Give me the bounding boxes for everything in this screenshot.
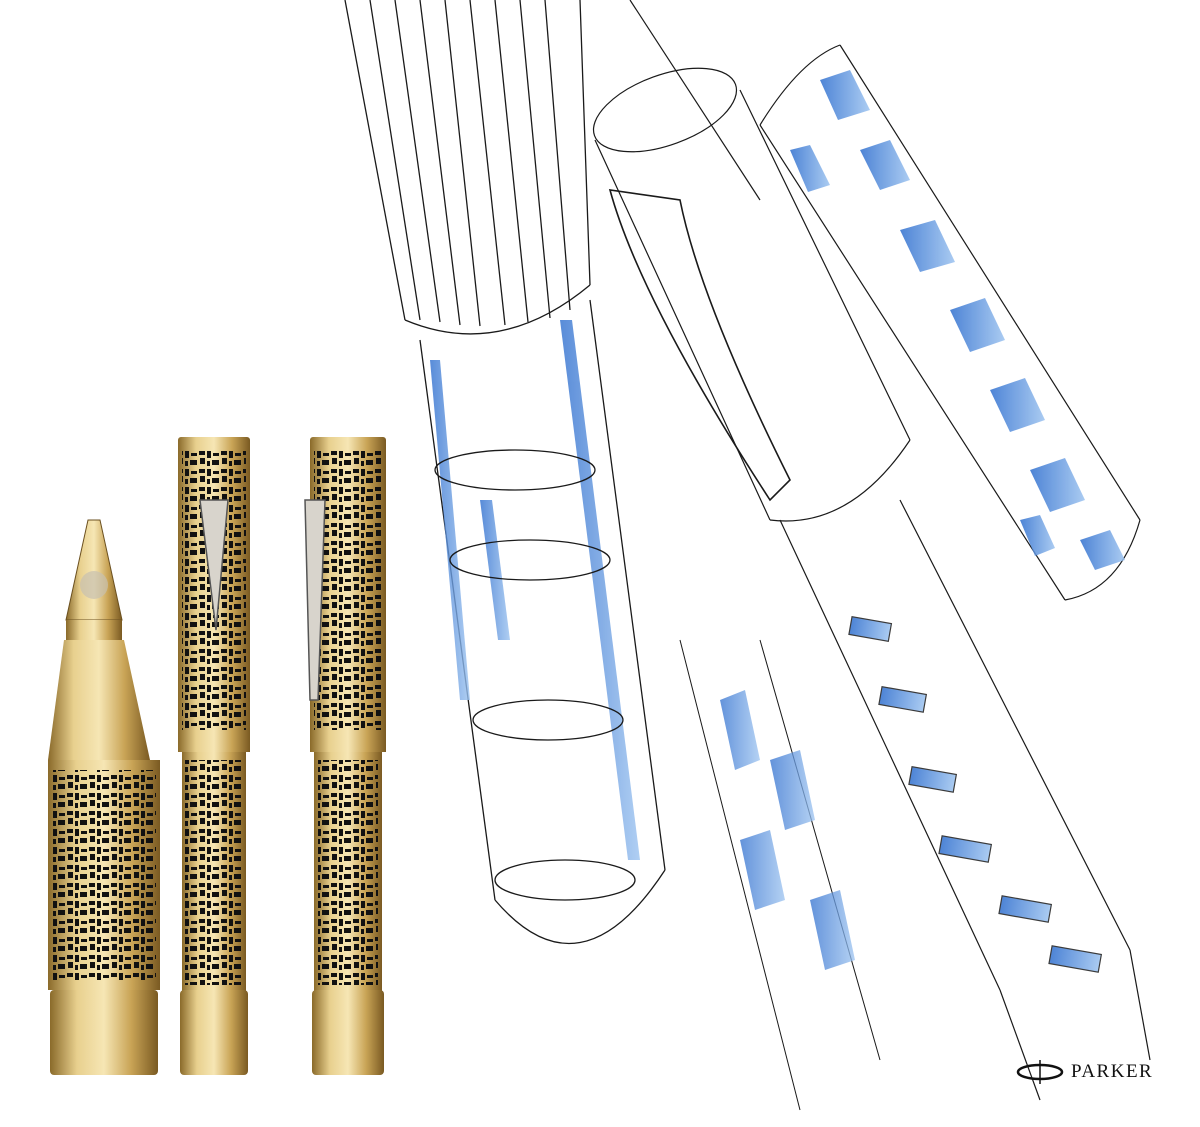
sketch-column [344,0,666,945]
capped-fountain-pen-front [178,437,250,1075]
uncapped-fountain-pen [48,519,160,1075]
parker-arrow-icon [1016,1060,1064,1084]
sketch-faceted-barrel [779,499,1151,1101]
sketch-checkered-barrel [759,44,1141,601]
parker-logo: PARKER [1015,1060,1153,1084]
sketch-cap-with-clip [592,0,911,522]
capped-fountain-pen-side [304,437,386,1075]
sketch-lattice-detail [679,639,881,1111]
brand-name: PARKER [1071,1061,1154,1082]
